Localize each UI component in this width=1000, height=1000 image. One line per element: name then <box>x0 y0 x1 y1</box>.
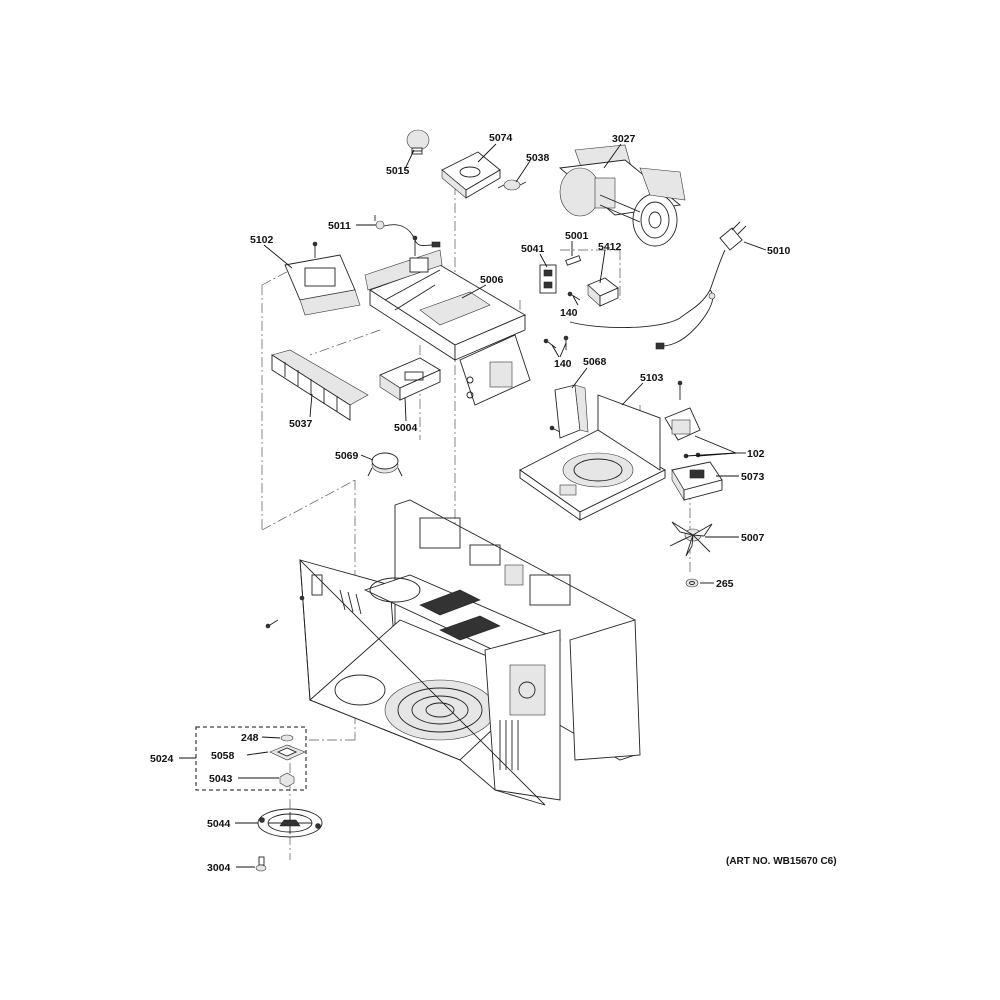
part-3027-blower <box>558 144 686 247</box>
label-5068: 5068 <box>583 356 607 368</box>
part-5011-sensor-wire <box>374 215 441 248</box>
part-5024-coupler-kit <box>195 726 307 791</box>
part-5015-bulb <box>406 129 430 155</box>
part-5103-base-tray <box>519 380 683 521</box>
label-5102: 5102 <box>250 234 274 246</box>
label-5006: 5006 <box>480 274 504 286</box>
part-5069-turntable-motor <box>367 452 403 477</box>
label-5007: 5007 <box>741 532 765 544</box>
part-5038-thermostat <box>497 179 527 191</box>
part-265-nut <box>685 578 699 588</box>
label-5011: 5011 <box>328 220 351 232</box>
label-5004: 5004 <box>394 422 418 434</box>
label-102: 102 <box>747 448 765 460</box>
part-5073-fan-bracket <box>671 452 723 502</box>
label-3027: 3027 <box>612 133 636 145</box>
label-248: 248 <box>241 732 259 744</box>
oven-cavity <box>265 499 641 806</box>
part-5006-chassis <box>364 235 526 361</box>
part-labels: 5015 5074 5038 3027 5011 5102 5041 5001 … <box>150 132 791 874</box>
part-5001-fuse <box>565 255 582 266</box>
label-140-upper: 140 <box>560 307 578 319</box>
label-5001: 5001 <box>565 230 589 242</box>
label-5103: 5103 <box>640 372 664 384</box>
part-latch-assembly <box>664 407 701 441</box>
part-5007-fan-blade <box>669 521 713 557</box>
label-5058: 5058 <box>211 750 235 762</box>
label-5069: 5069 <box>335 450 359 462</box>
label-5043: 5043 <box>209 773 233 785</box>
label-5015: 5015 <box>386 165 410 177</box>
part-5044-roller-ring <box>257 808 323 838</box>
label-5044: 5044 <box>207 818 231 830</box>
part-3004-screw <box>255 856 267 872</box>
label-5412: 5412 <box>598 241 622 253</box>
part-5004-bracket <box>379 357 441 401</box>
leader-lines <box>179 143 767 868</box>
label-5073: 5073 <box>741 471 765 483</box>
part-control-mount <box>459 334 531 406</box>
label-140-lower: 140 <box>554 358 572 370</box>
art-number: (ART NO. WB15670 C6) <box>726 856 837 867</box>
part-5102-vent-bracket <box>284 241 361 316</box>
part-5037-charcoal-filter <box>271 349 369 421</box>
part-5010-power-cord <box>569 221 747 350</box>
label-5024: 5024 <box>150 753 174 765</box>
label-5037: 5037 <box>289 418 313 430</box>
label-265: 265 <box>716 578 734 590</box>
label-5041: 5041 <box>521 243 545 255</box>
label-3004: 3004 <box>207 862 231 874</box>
part-5068-side-bracket <box>549 384 589 439</box>
part-140-screws <box>543 291 581 350</box>
part-5041-switch-bracket <box>539 264 557 294</box>
label-5074: 5074 <box>489 132 513 144</box>
label-5038: 5038 <box>526 152 550 164</box>
part-5412-module <box>587 277 619 307</box>
part-5074-light-housing <box>441 151 501 199</box>
label-5010: 5010 <box>767 245 791 257</box>
